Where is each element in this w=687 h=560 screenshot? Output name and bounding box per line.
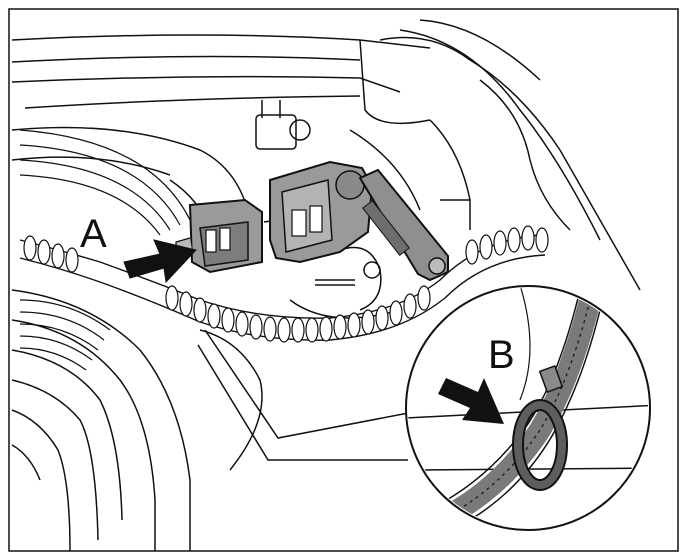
harness-connector — [175, 198, 263, 274]
push-arrow-icon — [123, 239, 197, 284]
level-sensor — [269, 160, 449, 282]
arrow-a — [123, 239, 197, 284]
callout-leader-upper — [204, 329, 425, 439]
label-a: A — [80, 212, 107, 256]
engine-background — [11, 19, 641, 552]
detail-magnifier — [405, 285, 651, 531]
push-arrow-icon — [438, 378, 504, 424]
harness-coils — [23, 225, 549, 343]
callout-leader-lower — [197, 344, 408, 461]
label-b: B — [488, 333, 515, 377]
pulley-ridges — [19, 129, 191, 371]
